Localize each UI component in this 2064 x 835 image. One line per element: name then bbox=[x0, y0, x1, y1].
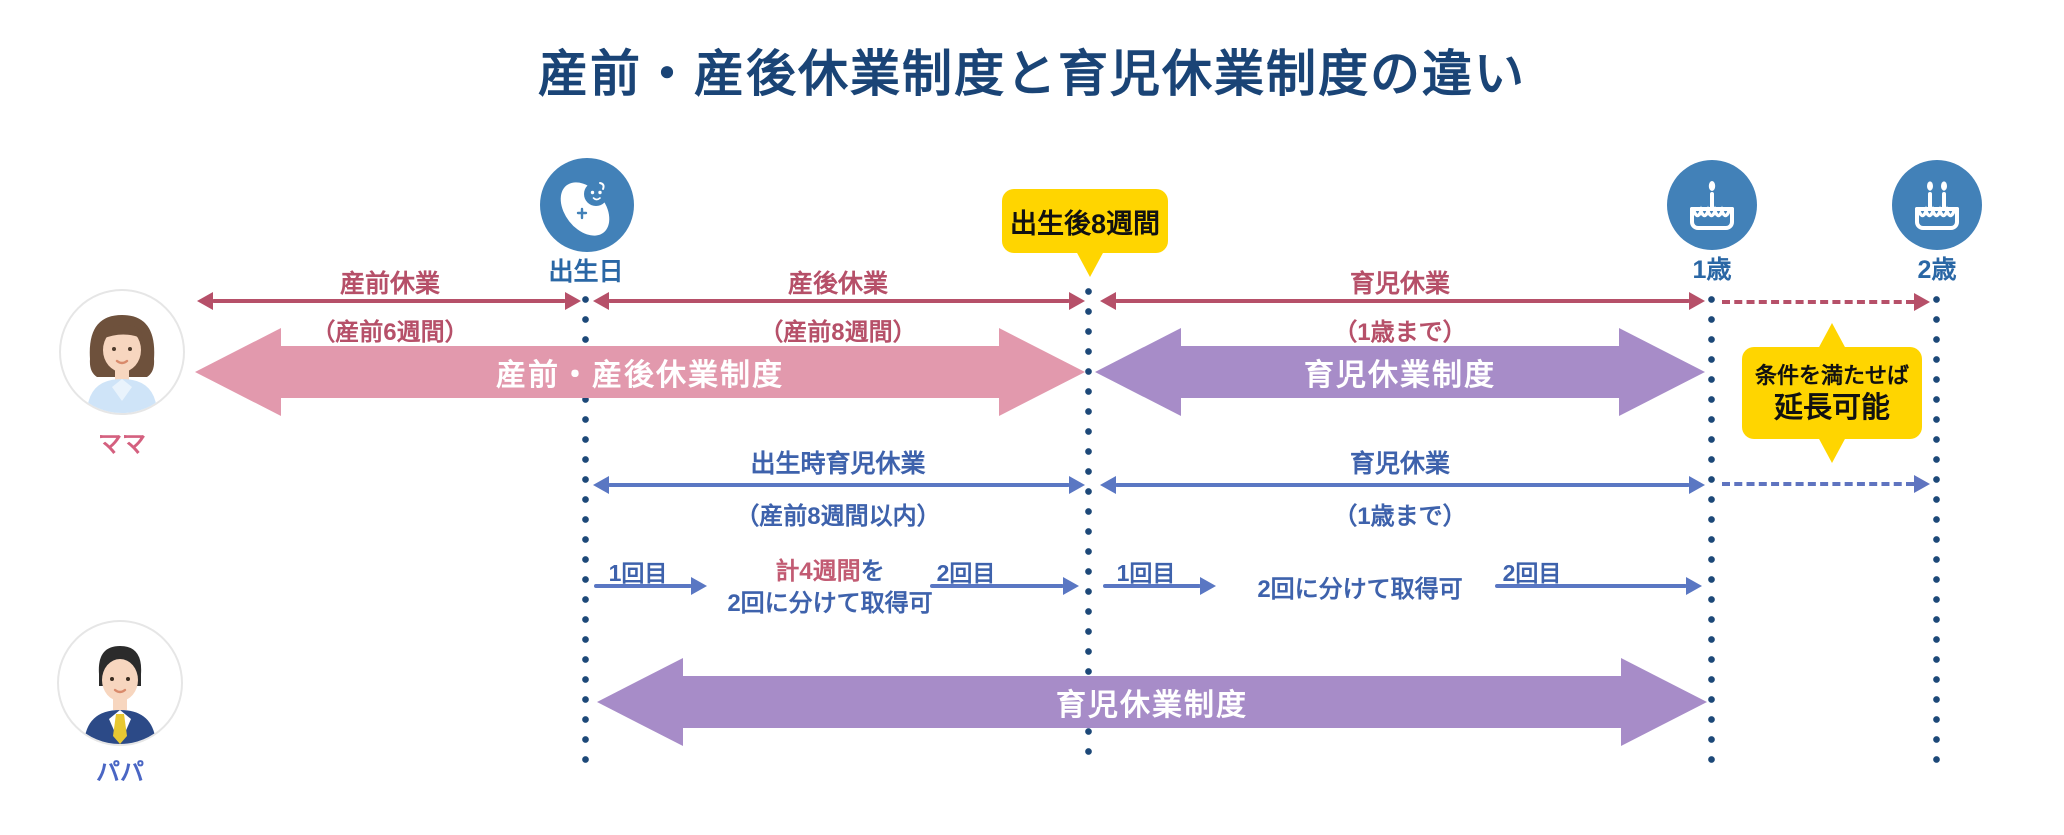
left-second-take-label: 2回目 bbox=[936, 560, 996, 586]
timeline-age2-line bbox=[1933, 296, 1940, 764]
papa-label: パパ bbox=[96, 759, 144, 786]
birth-time-childcare-leave-sub: （産前8週間以内） bbox=[735, 503, 941, 530]
callout-tail-down bbox=[1818, 437, 1846, 463]
prenatal-leave-arrow bbox=[197, 292, 581, 310]
milestone-age1-label: 1歳 bbox=[1692, 256, 1732, 284]
timeline-birth-line bbox=[582, 296, 589, 764]
father-childcare-leave-arrow bbox=[1100, 476, 1705, 494]
extension-callout: 条件を満たせば 延長可能 bbox=[1742, 323, 1922, 463]
milestone-birth-label: 出生日 bbox=[548, 258, 624, 286]
left-first-take-label: 1回目 bbox=[608, 560, 668, 586]
right-second-take-label: 2回目 bbox=[1502, 560, 1562, 586]
left-split-note: 計4週間を 2回に分けて取得可 bbox=[700, 556, 960, 620]
birth-time-childcare-leave-arrow bbox=[593, 476, 1085, 494]
mother-childcare-system-band-label: 育児休業制度 bbox=[1304, 359, 1496, 392]
right-first-take-label: 1回目 bbox=[1116, 560, 1176, 586]
callout-tail-up bbox=[1818, 323, 1846, 349]
right-split-note: 2回に分けて取得可 bbox=[1257, 576, 1463, 603]
father-childcare-leave-sub: （1歳まで） bbox=[1333, 503, 1467, 530]
maternity-system-band-label: 産前・産後休業制度 bbox=[496, 359, 784, 392]
extension-callout-line1: 条件を満たせば bbox=[1754, 363, 1909, 388]
postnatal-leave-sub: （産前8週間） bbox=[759, 319, 917, 346]
left-split-note-rest: を bbox=[860, 558, 885, 585]
father-childcare-system-band-label: 育児休業制度 bbox=[1056, 689, 1248, 722]
cake-two-candles-icon bbox=[1892, 160, 1982, 250]
callout-tail-down bbox=[1076, 251, 1104, 277]
left-split-note-highlight: 計4週間 bbox=[775, 558, 861, 585]
mother-childcare-leave-label: 育児休業 bbox=[1349, 270, 1450, 298]
maternity-system-band: 産前・産後休業制度 bbox=[280, 346, 1000, 398]
right-first-take-arrow bbox=[1103, 577, 1216, 595]
page-title: 産前・産後休業制度と育児休業制度の違い bbox=[538, 46, 1526, 102]
mother-childcare-leave-arrow bbox=[1100, 292, 1705, 310]
prenatal-leave-label: 産前休業 bbox=[339, 270, 440, 298]
after-birth-callout: 出生後8週間 bbox=[1002, 189, 1168, 277]
left-second-take-arrow bbox=[930, 577, 1079, 595]
timeline-age1-line bbox=[1708, 296, 1715, 764]
father-extension-dashed-arrow bbox=[1722, 475, 1930, 493]
baby-icon bbox=[540, 158, 634, 252]
mother-childcare-system-band: 育児休業制度 bbox=[1180, 346, 1620, 398]
left-split-note-line2: 2回に分けて取得可 bbox=[727, 590, 933, 617]
left-first-take-arrow bbox=[594, 577, 707, 595]
milestone-age2-label: 2歳 bbox=[1917, 256, 1957, 284]
mother-extension-dashed-arrow bbox=[1722, 293, 1930, 311]
father-childcare-leave-label: 育児休業 bbox=[1349, 450, 1450, 478]
postnatal-leave-arrow bbox=[593, 292, 1085, 310]
father-childcare-system-band: 育児休業制度 bbox=[682, 676, 1622, 728]
postnatal-leave-label: 産後休業 bbox=[787, 270, 888, 298]
mama-avatar bbox=[59, 289, 185, 415]
birth-time-childcare-leave-label: 出生時育児休業 bbox=[750, 450, 926, 478]
mother-childcare-leave-sub: （1歳まで） bbox=[1333, 319, 1467, 346]
right-second-take-arrow bbox=[1495, 577, 1702, 595]
prenatal-leave-sub: （産前6週間） bbox=[311, 319, 469, 346]
mama-label: ママ bbox=[98, 431, 146, 458]
after-birth-callout-text: 出生後8週間 bbox=[1009, 208, 1161, 239]
cake-one-candle-icon bbox=[1667, 160, 1757, 250]
timeline-8weeks-line bbox=[1085, 288, 1092, 764]
papa-avatar bbox=[57, 620, 183, 746]
extension-callout-line2: 延長可能 bbox=[1773, 392, 1890, 424]
